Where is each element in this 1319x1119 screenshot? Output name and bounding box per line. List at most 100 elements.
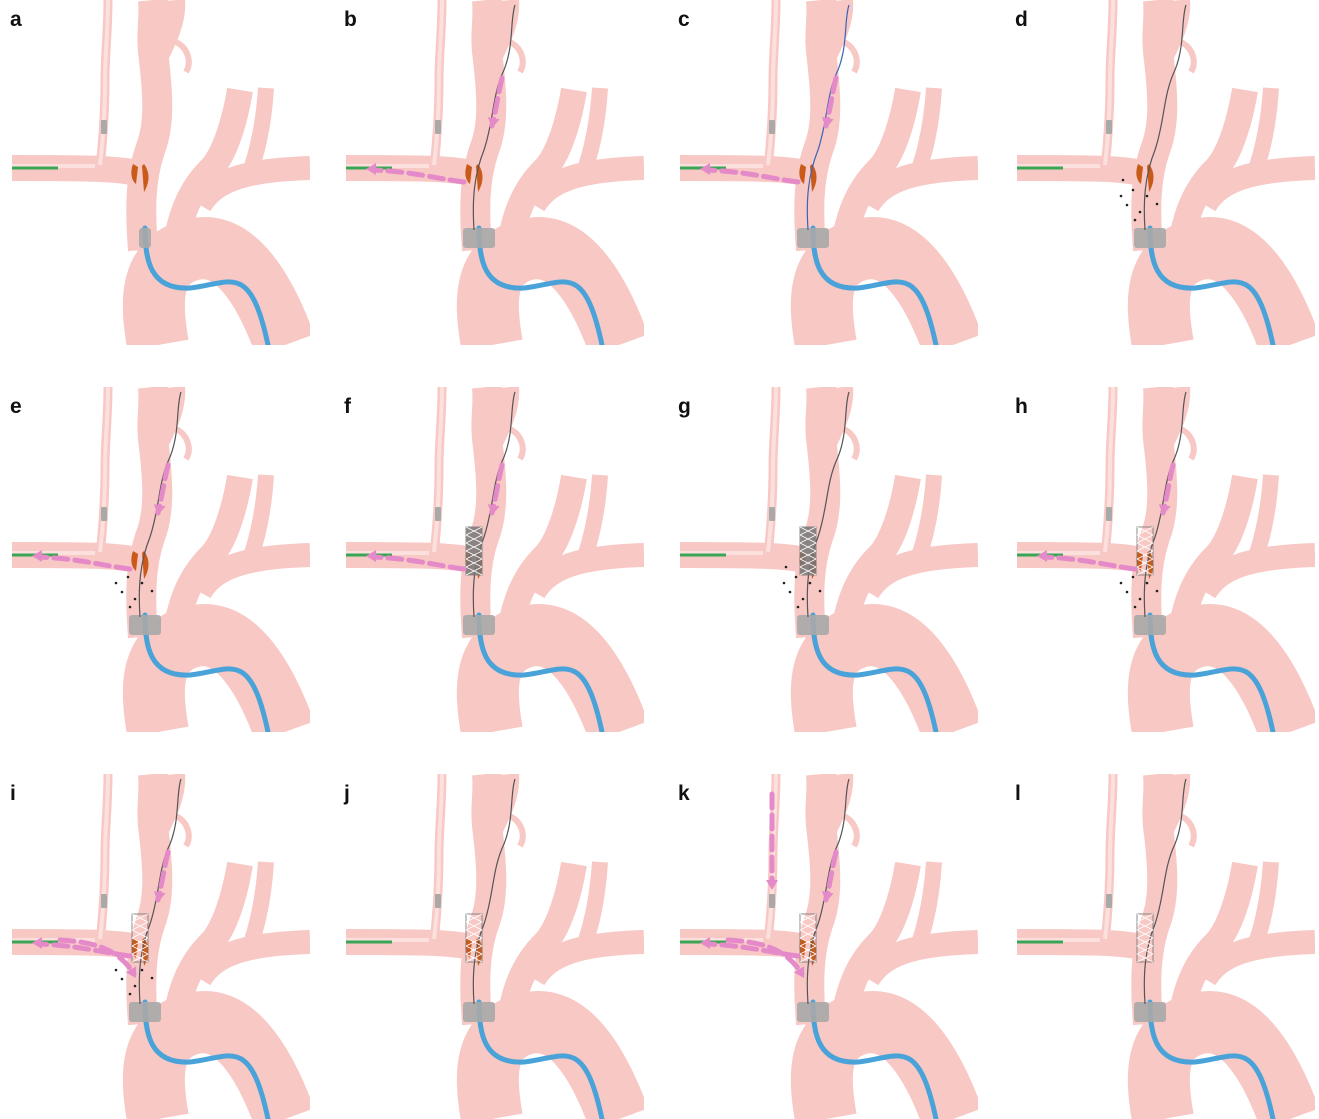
panel-diagram-svg [668,774,978,1119]
panel-h: h [1005,387,1315,732]
debris-dot [127,576,130,579]
occlusion-balloon [463,228,495,248]
common-carotid-artery [1146,387,1162,637]
debris-dot [151,590,154,593]
small-branch [844,42,857,72]
small-branch [510,429,523,459]
debris-dot [1134,219,1137,222]
common-carotid-artery [809,0,825,250]
debris-dot [1146,582,1149,585]
right-branch-artery [1255,475,1271,559]
common-carotid-artery [809,387,825,637]
panel-i: i [0,774,310,1119]
vessel-tree [12,0,310,345]
occlusion-balloon [129,1002,161,1022]
small-branch [844,429,857,459]
small-branch [1181,42,1194,72]
common-carotid-artery [141,0,157,250]
debris-dot [129,606,132,609]
debris-dot [1122,179,1125,182]
common-carotid-artery [141,774,157,1024]
right-branch-artery [918,862,934,946]
debris-dot [1134,606,1137,609]
small-branch [176,429,189,459]
common-carotid-artery [475,0,491,250]
panel-a: a [0,0,310,345]
panel-b: b [334,0,644,345]
panel-l: l [1005,774,1315,1119]
vertebral-balloon-marker [769,894,775,908]
panel-f: f [334,387,644,732]
panel-e: e [0,387,310,732]
panel-label: i [10,782,16,806]
debris-dot [785,566,788,569]
panel-label: f [344,395,351,419]
panel-label: b [344,8,357,32]
vertebral-balloon-marker [435,120,441,134]
occlusion-balloon [129,615,161,635]
vertebral-balloon-marker [101,120,107,134]
right-branch-artery [918,88,934,172]
panel-label: j [344,782,350,806]
occlusion-balloon [797,228,829,248]
vertebral-balloon-marker [1106,894,1112,908]
common-carotid-artery [475,774,491,1024]
vertebral-balloon-marker [1106,507,1112,521]
debris-dot [1132,576,1135,579]
panel-label: g [678,395,691,419]
common-carotid-artery [1146,0,1162,250]
debris-dot [1126,204,1129,207]
debris-dot [134,598,137,601]
panel-k: k [668,774,978,1119]
debris-dot [115,582,118,585]
panel-diagram-svg [1005,0,1315,345]
panel-label: h [1015,395,1028,419]
debris-dot [134,985,137,988]
debris-dot [795,576,798,579]
small-branch [176,42,189,72]
debris-dot [1132,189,1135,192]
vertebral-balloon-marker [101,894,107,908]
panel-diagram-svg [0,774,310,1119]
vessel-tree [1017,774,1315,1119]
panel-d: d [1005,0,1315,345]
vertebral-balloon-marker [769,120,775,134]
panel-diagram-svg [334,774,644,1119]
right-branch-artery [250,88,266,172]
occlusion-balloon [1134,1002,1166,1022]
vessel-tree [1017,0,1315,345]
debris-dot [121,591,124,594]
panel-label: e [10,395,22,419]
debris-dot [1139,211,1142,214]
panel-diagram-svg [1005,387,1315,732]
debris-dot [819,590,822,593]
debris-dot [129,993,132,996]
right-branch-artery [584,88,600,172]
carotid-stent [800,527,816,575]
right-branch-artery [584,475,600,559]
debris-dot [809,582,812,585]
right-branch-artery [584,862,600,946]
vessel-tree [680,387,978,732]
occlusion-balloon [139,228,151,248]
panel-diagram-svg [0,387,310,732]
vertebral-balloon-marker [435,894,441,908]
occlusion-balloon [797,1002,829,1022]
panel-diagram-svg [334,387,644,732]
right-branch-artery [918,475,934,559]
panel-diagram-svg [668,0,978,345]
right-branch-artery [1255,88,1271,172]
panel-label: a [10,8,22,32]
small-branch [1181,816,1194,846]
small-branch [844,816,857,846]
debris-dot [1120,582,1123,585]
debris-dot [1146,195,1149,198]
panel-c: c [668,0,978,345]
debris-dot [141,582,144,585]
panel-label: c [678,8,690,32]
debris-dot [121,978,124,981]
debris-dot [1120,195,1123,198]
small-branch [510,816,523,846]
debris-dot [115,969,118,972]
